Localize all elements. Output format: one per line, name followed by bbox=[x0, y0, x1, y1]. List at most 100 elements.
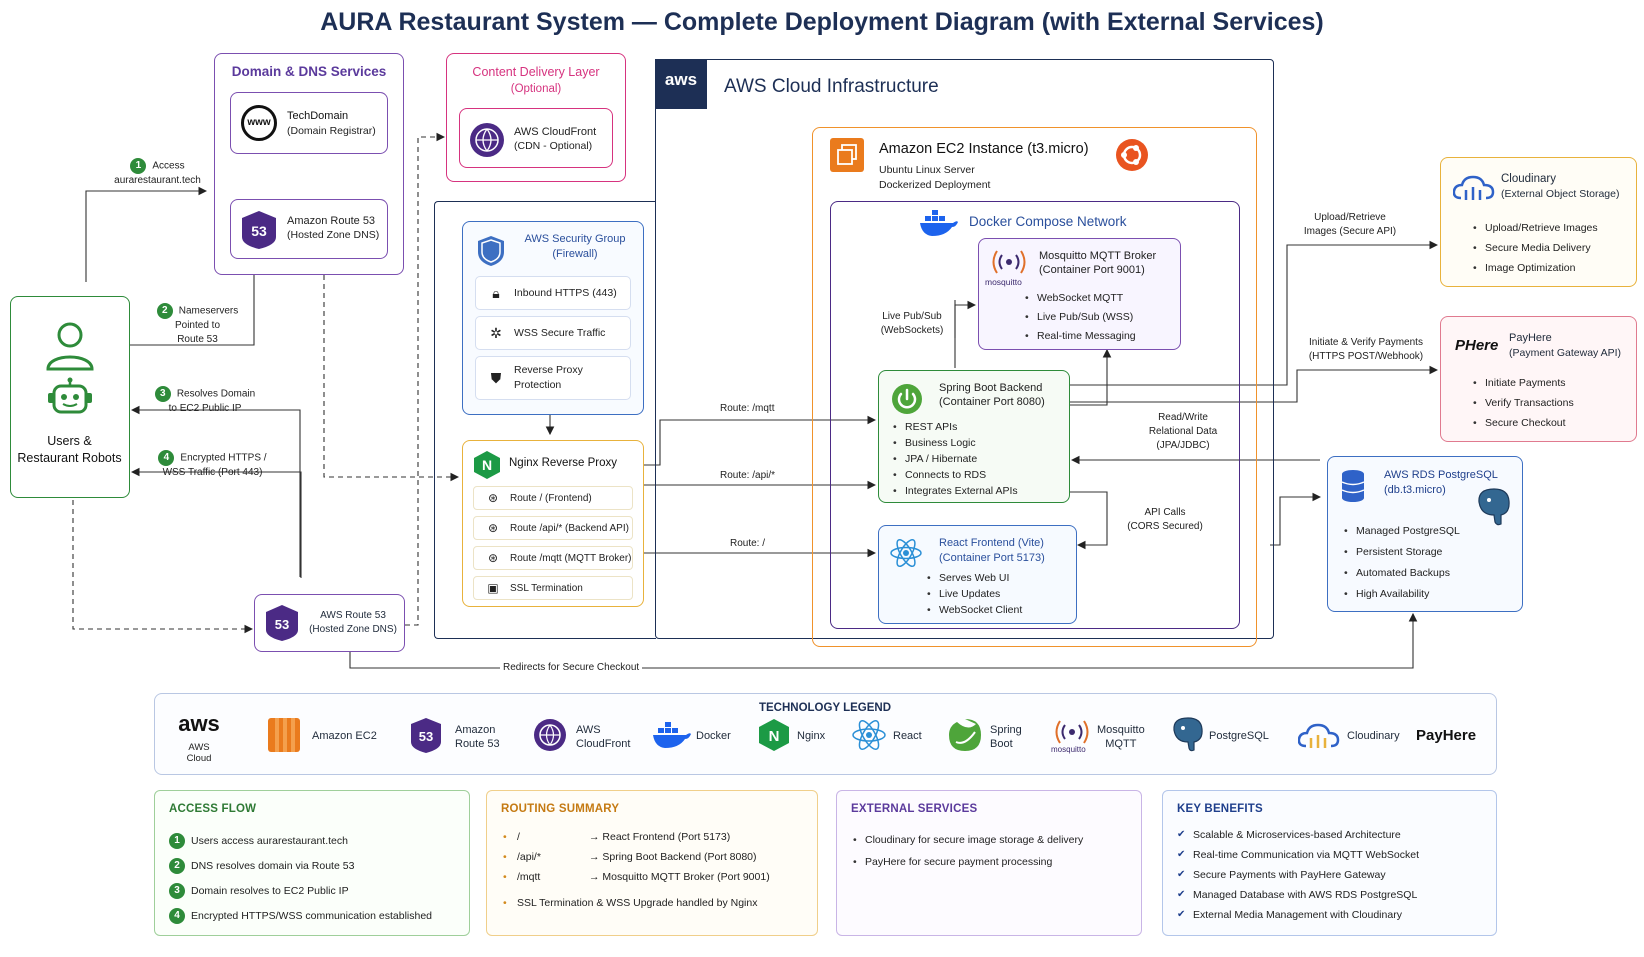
mosquitto-port: (Container Port 9001) bbox=[1039, 264, 1145, 276]
techdomain-desc: (Domain Registrar) bbox=[287, 125, 376, 137]
cloudinary-desc: (External Object Storage) bbox=[1501, 188, 1620, 200]
postgresql-legend-icon bbox=[1173, 717, 1203, 752]
svg-text:N: N bbox=[769, 728, 780, 745]
route53-name: Amazon Route 53 bbox=[287, 215, 376, 227]
key-benefits-title: KEY BENEFITS bbox=[1177, 803, 1263, 815]
payhere-desc: (Payment Gateway API) bbox=[1509, 347, 1622, 359]
dns-services-title: Domain & DNS Services bbox=[231, 64, 387, 79]
ec2-deploy: Dockerized Deployment bbox=[879, 179, 991, 191]
cloudinary-box: Cloudinary (External Object Storage) Upl… bbox=[1440, 157, 1637, 287]
sg-row-https: 🔒︎Inbound HTTPS (443) bbox=[475, 276, 631, 310]
cloudfront-name: AWS CloudFront bbox=[514, 126, 597, 138]
route53-legend-icon: 53 bbox=[411, 718, 441, 753]
list-item: Secure Payments with PayHere Gateway bbox=[1177, 865, 1419, 885]
payhere-box: PHere PayHere (Payment Gateway API) Init… bbox=[1440, 316, 1637, 442]
route-root-label: Route: / bbox=[730, 538, 766, 549]
svg-text:53: 53 bbox=[419, 729, 433, 744]
list-item: Serves Web UI bbox=[925, 570, 1022, 586]
diagram-title: AURA Restaurant System — Complete Deploy… bbox=[320, 8, 1324, 36]
legend-nginx: Nginx bbox=[797, 730, 826, 742]
list-item: Secure Media Delivery bbox=[1471, 238, 1598, 258]
route-mqtt-label: Route: /mqtt bbox=[720, 403, 775, 414]
security-group-subtitle: (Firewall) bbox=[552, 248, 598, 260]
payhere-name: PayHere bbox=[1509, 332, 1552, 344]
list-item: Initiate Payments bbox=[1471, 373, 1574, 393]
ec2-icon bbox=[830, 138, 864, 172]
legend-cloudinary: Cloudinary bbox=[1347, 730, 1400, 742]
redirect-label: Redirects for Secure Checkout bbox=[500, 661, 643, 675]
technology-legend: TECHNOLOGY LEGEND bbox=[154, 693, 1497, 775]
apicalls-label: API Calls (CORS Secured) bbox=[1127, 507, 1203, 532]
spring-features: REST APIs Business Logic JPA / Hibernate… bbox=[891, 419, 1018, 499]
cloudinary-legend-icon bbox=[1298, 723, 1340, 748]
users-label: Users & Restaurant Robots bbox=[17, 434, 122, 465]
legend-react: React bbox=[893, 730, 922, 742]
mosquitto-features: WebSocket MQTT Live Pub/Sub (WSS) Real-t… bbox=[1023, 290, 1136, 344]
react-icon bbox=[890, 538, 922, 568]
react-name: React Frontend (Vite) bbox=[939, 537, 1044, 549]
nginx-legend-icon: N bbox=[759, 719, 789, 751]
cloudfront-card: AWS CloudFront (CDN - Optional) bbox=[459, 108, 613, 168]
spring-icon bbox=[892, 384, 922, 414]
upload-label: Upload/Retrieve Images (Secure API) bbox=[1303, 212, 1397, 237]
list-item: Live Updates bbox=[925, 586, 1022, 602]
ec2-title: Amazon EC2 Instance (t3.micro) bbox=[879, 141, 1089, 157]
dns-services-group: Domain & DNS Services www TechDomain (Do… bbox=[214, 53, 404, 275]
list-item: Image Optimization bbox=[1471, 258, 1598, 278]
list-item: /mqtt→ Mosquitto MQTT Broker (Port 9001) bbox=[501, 867, 770, 887]
external-services-list: Cloudinary for secure image storage & de… bbox=[851, 829, 1083, 873]
list-item: PayHere for secure payment processing bbox=[851, 851, 1083, 873]
docker-network-title: Docker Compose Network bbox=[969, 214, 1127, 229]
nginx-route-frontend: ⊛Route / (Frontend) bbox=[473, 486, 633, 510]
list-item: REST APIs bbox=[891, 419, 1018, 435]
legend-docker: Docker bbox=[696, 730, 731, 742]
list-item: Integrates External APIs bbox=[891, 483, 1018, 499]
list-item: WebSocket MQTT bbox=[1023, 290, 1136, 306]
route53-desc: (Hosted Zone DNS) bbox=[287, 229, 380, 241]
svg-text:53: 53 bbox=[251, 223, 267, 239]
list-item: Cloudinary for secure image storage & de… bbox=[851, 829, 1083, 851]
react-port: (Container Port 5173) bbox=[939, 552, 1045, 564]
docker-icon bbox=[920, 210, 958, 236]
routing-list: /→ React Frontend (Port 5173) /api/*→ Sp… bbox=[501, 827, 770, 913]
aws-legend-label: AWS Cloud bbox=[186, 742, 212, 764]
docker-legend-icon bbox=[653, 722, 691, 748]
legend-title: TECHNOLOGY LEGEND bbox=[758, 702, 892, 714]
spring-port: (Container Port 8080) bbox=[939, 396, 1045, 408]
svg-text:N: N bbox=[482, 457, 492, 473]
list-item: Verify Transactions bbox=[1471, 393, 1574, 413]
aws-legend-logo: aws bbox=[178, 711, 220, 736]
legend-postgres: PostgreSQL bbox=[1209, 730, 1269, 742]
docker-network: Docker Compose Network bbox=[830, 201, 1240, 629]
nginx-title: Nginx Reverse Proxy bbox=[509, 457, 618, 469]
rds-box: AWS RDS PostgreSQL (db.t3.micro) Managed… bbox=[1327, 456, 1523, 612]
list-item: WebSocket Client bbox=[925, 602, 1022, 618]
payhere-features: Initiate Payments Verify Transactions Se… bbox=[1471, 373, 1574, 433]
list-item: SSL Termination & WSS Upgrade handled by… bbox=[501, 893, 770, 913]
mosquitto-logo-text: mosquitto bbox=[985, 277, 1022, 287]
mosquitto-icon bbox=[992, 250, 1026, 274]
postgresql-icon bbox=[1478, 488, 1510, 526]
techdomain-card: www TechDomain (Domain Registrar) bbox=[230, 92, 388, 154]
react-legend-icon bbox=[852, 720, 886, 750]
cloudfront-icon bbox=[470, 123, 504, 157]
route-icon: ⊛ bbox=[487, 521, 499, 535]
cdn-title: Content Delivery Layer bbox=[472, 65, 600, 79]
rds-instance: (db.t3.micro) bbox=[1384, 484, 1446, 496]
aws-route53-lower: 53 AWS Route 53 (Hosted Zone DNS) bbox=[254, 594, 405, 652]
cloudinary-name: Cloudinary bbox=[1501, 173, 1556, 185]
list-item: High Availability bbox=[1342, 584, 1460, 605]
live-pubsub-label: Live Pub/Sub (WebSockets) bbox=[880, 311, 944, 336]
ubuntu-icon bbox=[1116, 139, 1148, 171]
globe-icon: www bbox=[241, 105, 277, 141]
nginx-icon: N bbox=[474, 451, 500, 479]
access-flow-title: ACCESS FLOW bbox=[169, 803, 257, 815]
key-benefits-list: Scalable & Microservices-based Architect… bbox=[1177, 825, 1419, 925]
list-item: Business Logic bbox=[891, 435, 1018, 451]
techdomain-name: TechDomain bbox=[287, 110, 349, 122]
